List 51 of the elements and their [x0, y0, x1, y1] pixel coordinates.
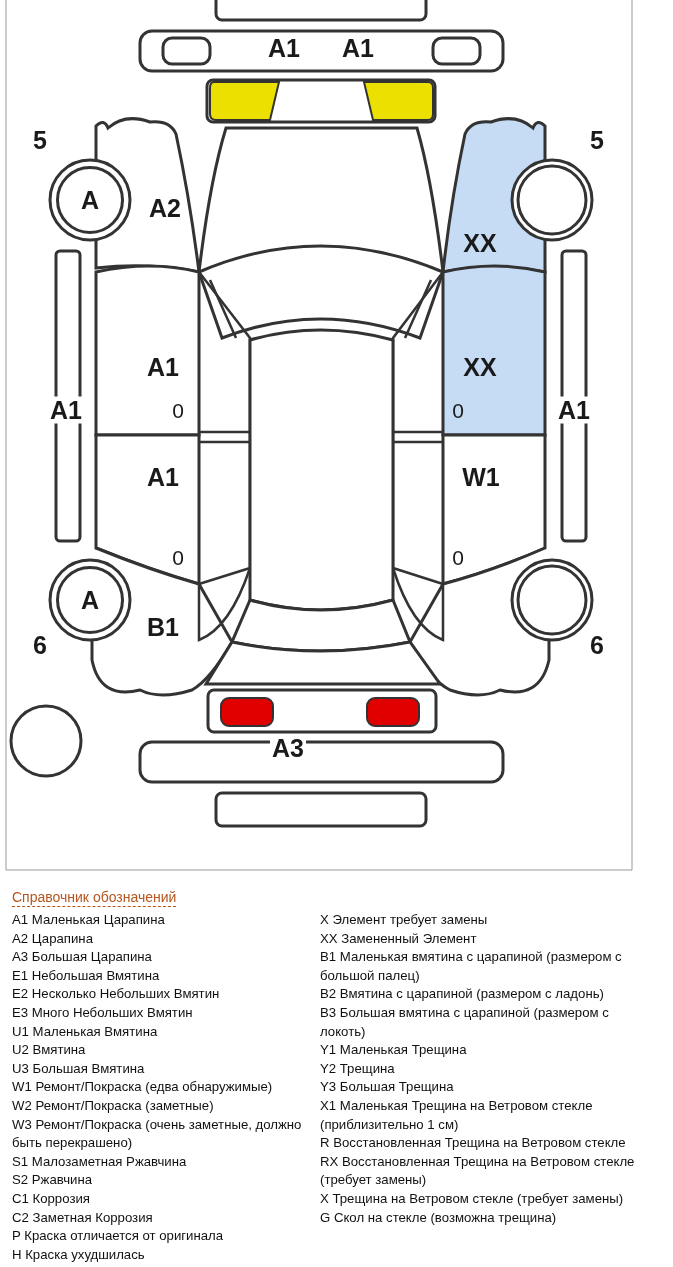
paint-depth-value: 0 [452, 546, 464, 568]
legend-entry: H Краска ухудшилась [12, 1245, 146, 1264]
legend-entry: S2 Ржавчина [12, 1171, 93, 1190]
legend-entry: W1 Ремонт/Покраска (едва обнаружимые) [12, 1078, 274, 1097]
legend-entry: G Скол на стекле (возможна трещина) [320, 1208, 558, 1227]
legend-entry: X1 Маленькая Трещина на Ветровом стекле (приблизительно 1 см) [320, 1096, 594, 1134]
legend-entry: W3 Ремонт/Покраска (очень заметные, должно быть перекрашено) [12, 1115, 303, 1153]
legend-entry: X Трещина на Ветровом стекле (требует замены) [320, 1189, 625, 1208]
panel-number: 5 [590, 127, 604, 153]
damage-code: A1 [556, 396, 592, 424]
legend-entry: RX Восстановленная Трещина на Ветровом стекле (требует замены) [320, 1152, 636, 1190]
damage-code: W1 [462, 464, 500, 490]
damage-code: XX [463, 230, 497, 256]
legend-entry: A3 Большая Царапина [12, 948, 153, 967]
damage-code: A1 [147, 354, 179, 380]
legend-entry: XX Замененный Элемент [320, 929, 478, 948]
legend-heading: Справочник обозначений [12, 889, 177, 907]
legend-entry: P Краска отличается от оригинала [12, 1227, 225, 1246]
paint-depth-value: 0 [172, 399, 184, 421]
legend-entry: E3 Много Небольших Вмятин [12, 1003, 194, 1022]
legend-entry: B2 Вмятина с царапиной (размером с ладонь) [320, 985, 605, 1004]
damage-code: A1 [147, 464, 179, 490]
paint-depth-value: 0 [172, 546, 184, 568]
legend-entry: S1 Малозаметная Ржавчина [12, 1152, 188, 1171]
legend-entry: U2 Вмятина [12, 1041, 87, 1060]
legend-entry: B1 Маленькая вмятина с царапиной (размером с большой палец) [320, 948, 623, 985]
panel-number: 5 [33, 127, 47, 153]
legend-entry: E2 Несколько Небольших Вмятин [12, 985, 221, 1004]
legend-entry: X Элемент требует замены [320, 911, 489, 929]
legend-entry: C2 Заметная Коррозия [12, 1208, 154, 1227]
legend-entry: Y1 Маленькая Трещина [320, 1041, 468, 1060]
damage-code: A2 [149, 195, 181, 221]
damage-code: A1 [342, 35, 374, 61]
legend-entry: A1 Маленькая Царапина [12, 911, 166, 929]
legend-entry: U1 Маленькая Вмятина [12, 1022, 159, 1041]
legend-entry: Y3 Большая Трещина [320, 1078, 455, 1097]
legend-entry: R Восстановленная Трещина на Ветровом стекле [320, 1134, 627, 1153]
legend-entry: B3 Большая вмятина с царапиной (размером с локоть) [320, 1003, 610, 1041]
legend-entry: C1 Коррозия [12, 1189, 91, 1208]
damage-code: XX [463, 354, 497, 380]
legend-entry: A2 Царапина [12, 929, 94, 948]
damage-code: B1 [147, 614, 179, 640]
legend-entry: Y2 Трещина [320, 1059, 396, 1078]
panel-number: 6 [590, 632, 604, 658]
paint-depth-value: 0 [452, 399, 464, 421]
damage-code: A1 [48, 396, 84, 424]
damage-code: A1 [268, 35, 300, 61]
legend-entry: W2 Ремонт/Покраска (заметные) [12, 1096, 215, 1115]
panel-number: 6 [33, 632, 47, 658]
legend-entry: E1 Небольшая Вмятина [12, 966, 161, 985]
legend-entry: U3 Большая Вмятина [12, 1059, 146, 1078]
